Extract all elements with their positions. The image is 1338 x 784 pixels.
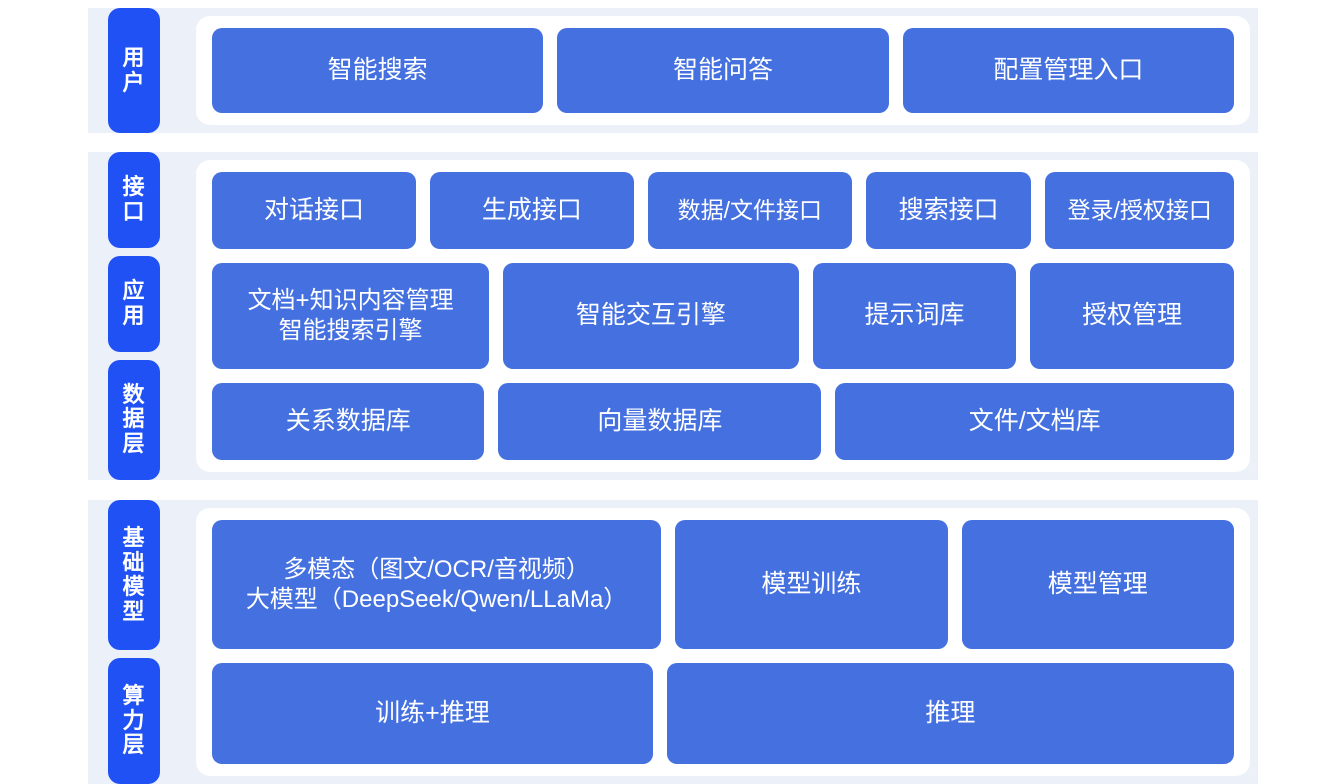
rail-infrastructure: 基础模型 算力层 — [88, 500, 178, 784]
box-smart-search[interactable]: 智能搜索 — [212, 28, 544, 113]
box-data-file-interface[interactable]: 数据/文件接口 — [647, 172, 852, 250]
box-vector-database[interactable]: 向量数据库 — [498, 382, 822, 460]
rail-middle: 接口 应用 数据层 — [88, 152, 178, 481]
rail-tab-compute-layer-label: 算力层 — [122, 683, 146, 758]
box-multimodal-large-model[interactable]: 多模态（图文/OCR/音视频） 大模型（DeepSeek/Qwen/LLaMa） — [212, 520, 662, 650]
band-infrastructure: 基础模型 算力层 多模态（图文/OCR/音视频） 大模型（DeepSeek/Qw… — [88, 500, 1258, 784]
box-generation-interface[interactable]: 生成接口 — [429, 172, 634, 250]
band-middle: 接口 应用 数据层 对话接口 生成接口 数据/文件接口 搜索接口 登录/授权接口… — [88, 152, 1258, 481]
box-smart-qa[interactable]: 智能问答 — [557, 28, 889, 113]
box-authorization-management[interactable]: 授权管理 — [1030, 263, 1234, 369]
box-model-management[interactable]: 模型管理 — [961, 520, 1235, 650]
box-document-knowledge-management[interactable]: 文档+知识内容管理 智能搜索引擎 — [212, 263, 490, 369]
rail-divider — [108, 352, 178, 360]
rail-tab-application-label: 应用 — [122, 278, 146, 328]
rail-divider — [108, 650, 178, 658]
row-interfaces: 对话接口 生成接口 数据/文件接口 搜索接口 登录/授权接口 — [212, 172, 1234, 250]
row-data-stores: 关系数据库 向量数据库 文件/文档库 — [212, 382, 1235, 460]
rail-tab-interface[interactable]: 接口 — [108, 152, 160, 248]
rail-tab-interface-label: 接口 — [122, 174, 146, 224]
band-user: 用户 智能搜索 智能问答 配置管理入口 — [88, 8, 1258, 133]
row-user-entries: 智能搜索 智能问答 配置管理入口 — [212, 28, 1234, 113]
box-dialog-interface[interactable]: 对话接口 — [212, 172, 416, 250]
rail-divider — [108, 248, 178, 256]
row-models: 多模态（图文/OCR/音视频） 大模型（DeepSeek/Qwen/LLaMa）… — [212, 520, 1235, 650]
rail-tab-data-layer-label: 数据层 — [122, 381, 146, 457]
rail-tab-compute-layer[interactable]: 算力层 — [108, 658, 160, 784]
rail-user: 用户 — [88, 8, 178, 133]
box-relational-database[interactable]: 关系数据库 — [212, 382, 485, 460]
box-inference[interactable]: 推理 — [666, 663, 1234, 764]
rail-tab-user[interactable]: 用户 — [108, 8, 160, 133]
box-search-interface[interactable]: 搜索接口 — [865, 172, 1032, 250]
row-compute: 训练+推理 推理 — [212, 663, 1234, 764]
box-config-management-entry[interactable]: 配置管理入口 — [902, 28, 1234, 113]
card-middle: 对话接口 生成接口 数据/文件接口 搜索接口 登录/授权接口 文档+知识内容管理… — [196, 160, 1250, 472]
rail-tab-data-layer[interactable]: 数据层 — [108, 359, 160, 481]
rail-tab-application[interactable]: 应用 — [108, 255, 160, 352]
box-file-document-store[interactable]: 文件/文档库 — [835, 382, 1235, 460]
rail-tab-foundation-model[interactable]: 基础模型 — [108, 500, 160, 651]
row-applications: 文档+知识内容管理 智能搜索引擎 智能交互引擎 提示词库 授权管理 — [212, 263, 1234, 369]
card-infrastructure: 多模态（图文/OCR/音视频） 大模型（DeepSeek/Qwen/LLaMa）… — [196, 508, 1250, 776]
box-login-auth-interface[interactable]: 登录/授权接口 — [1045, 172, 1234, 250]
box-training-plus-inference[interactable]: 训练+推理 — [212, 663, 653, 764]
box-prompt-library[interactable]: 提示词库 — [812, 263, 1017, 369]
box-model-training[interactable]: 模型训练 — [675, 520, 948, 650]
box-smart-interaction-engine[interactable]: 智能交互引擎 — [503, 263, 799, 369]
card-user: 智能搜索 智能问答 配置管理入口 — [196, 16, 1250, 125]
rail-tab-user-label: 用户 — [122, 44, 146, 95]
rail-tab-foundation-model-label: 基础模型 — [122, 524, 146, 624]
